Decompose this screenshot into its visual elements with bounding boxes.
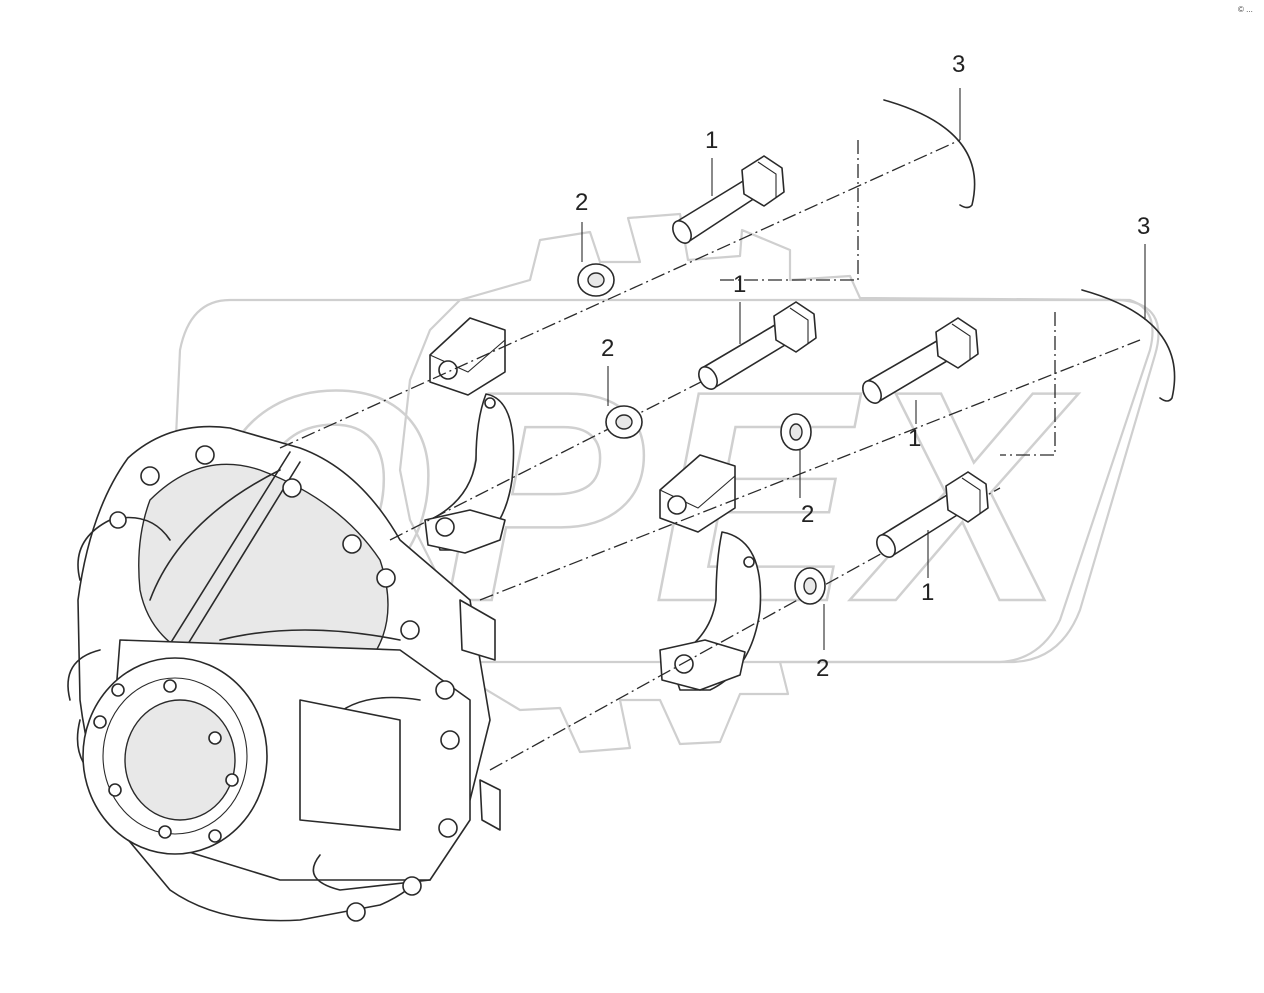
callout-leaders [581, 88, 1146, 650]
watermark-badge [165, 298, 1160, 664]
washer-2b [605, 405, 643, 439]
bolt-1d [876, 471, 989, 558]
callout-2: 2 [601, 335, 614, 362]
callout-1: 1 [733, 271, 746, 298]
callout-3: 3 [1137, 213, 1150, 240]
watermark-gear [398, 212, 1154, 754]
bearing-cap-lower [659, 454, 762, 691]
corner-mark: © ... [1238, 5, 1253, 14]
section-arc-3a [883, 99, 976, 209]
bolt-1c [862, 317, 979, 404]
flange-bolt-holes [93, 445, 460, 922]
bolt-1a [672, 155, 785, 244]
callout-labels: 3 1 2 3 1 2 1 2 1 2 [575, 51, 1150, 682]
callout-1: 1 [908, 425, 921, 452]
callout-2: 2 [575, 189, 588, 216]
callout-1: 1 [705, 127, 718, 154]
section-arc-3b [1081, 289, 1176, 402]
washer-2a [577, 263, 615, 297]
bolt-1b [698, 301, 817, 390]
bearing-cap-upper [424, 317, 515, 554]
callout-1: 1 [921, 579, 934, 606]
washer-2c [780, 413, 812, 451]
washer-2d [794, 567, 826, 605]
callout-2: 2 [816, 655, 829, 682]
callout-3: 3 [952, 51, 965, 78]
differential-housing [67, 425, 501, 922]
callout-2: 2 [801, 501, 814, 528]
